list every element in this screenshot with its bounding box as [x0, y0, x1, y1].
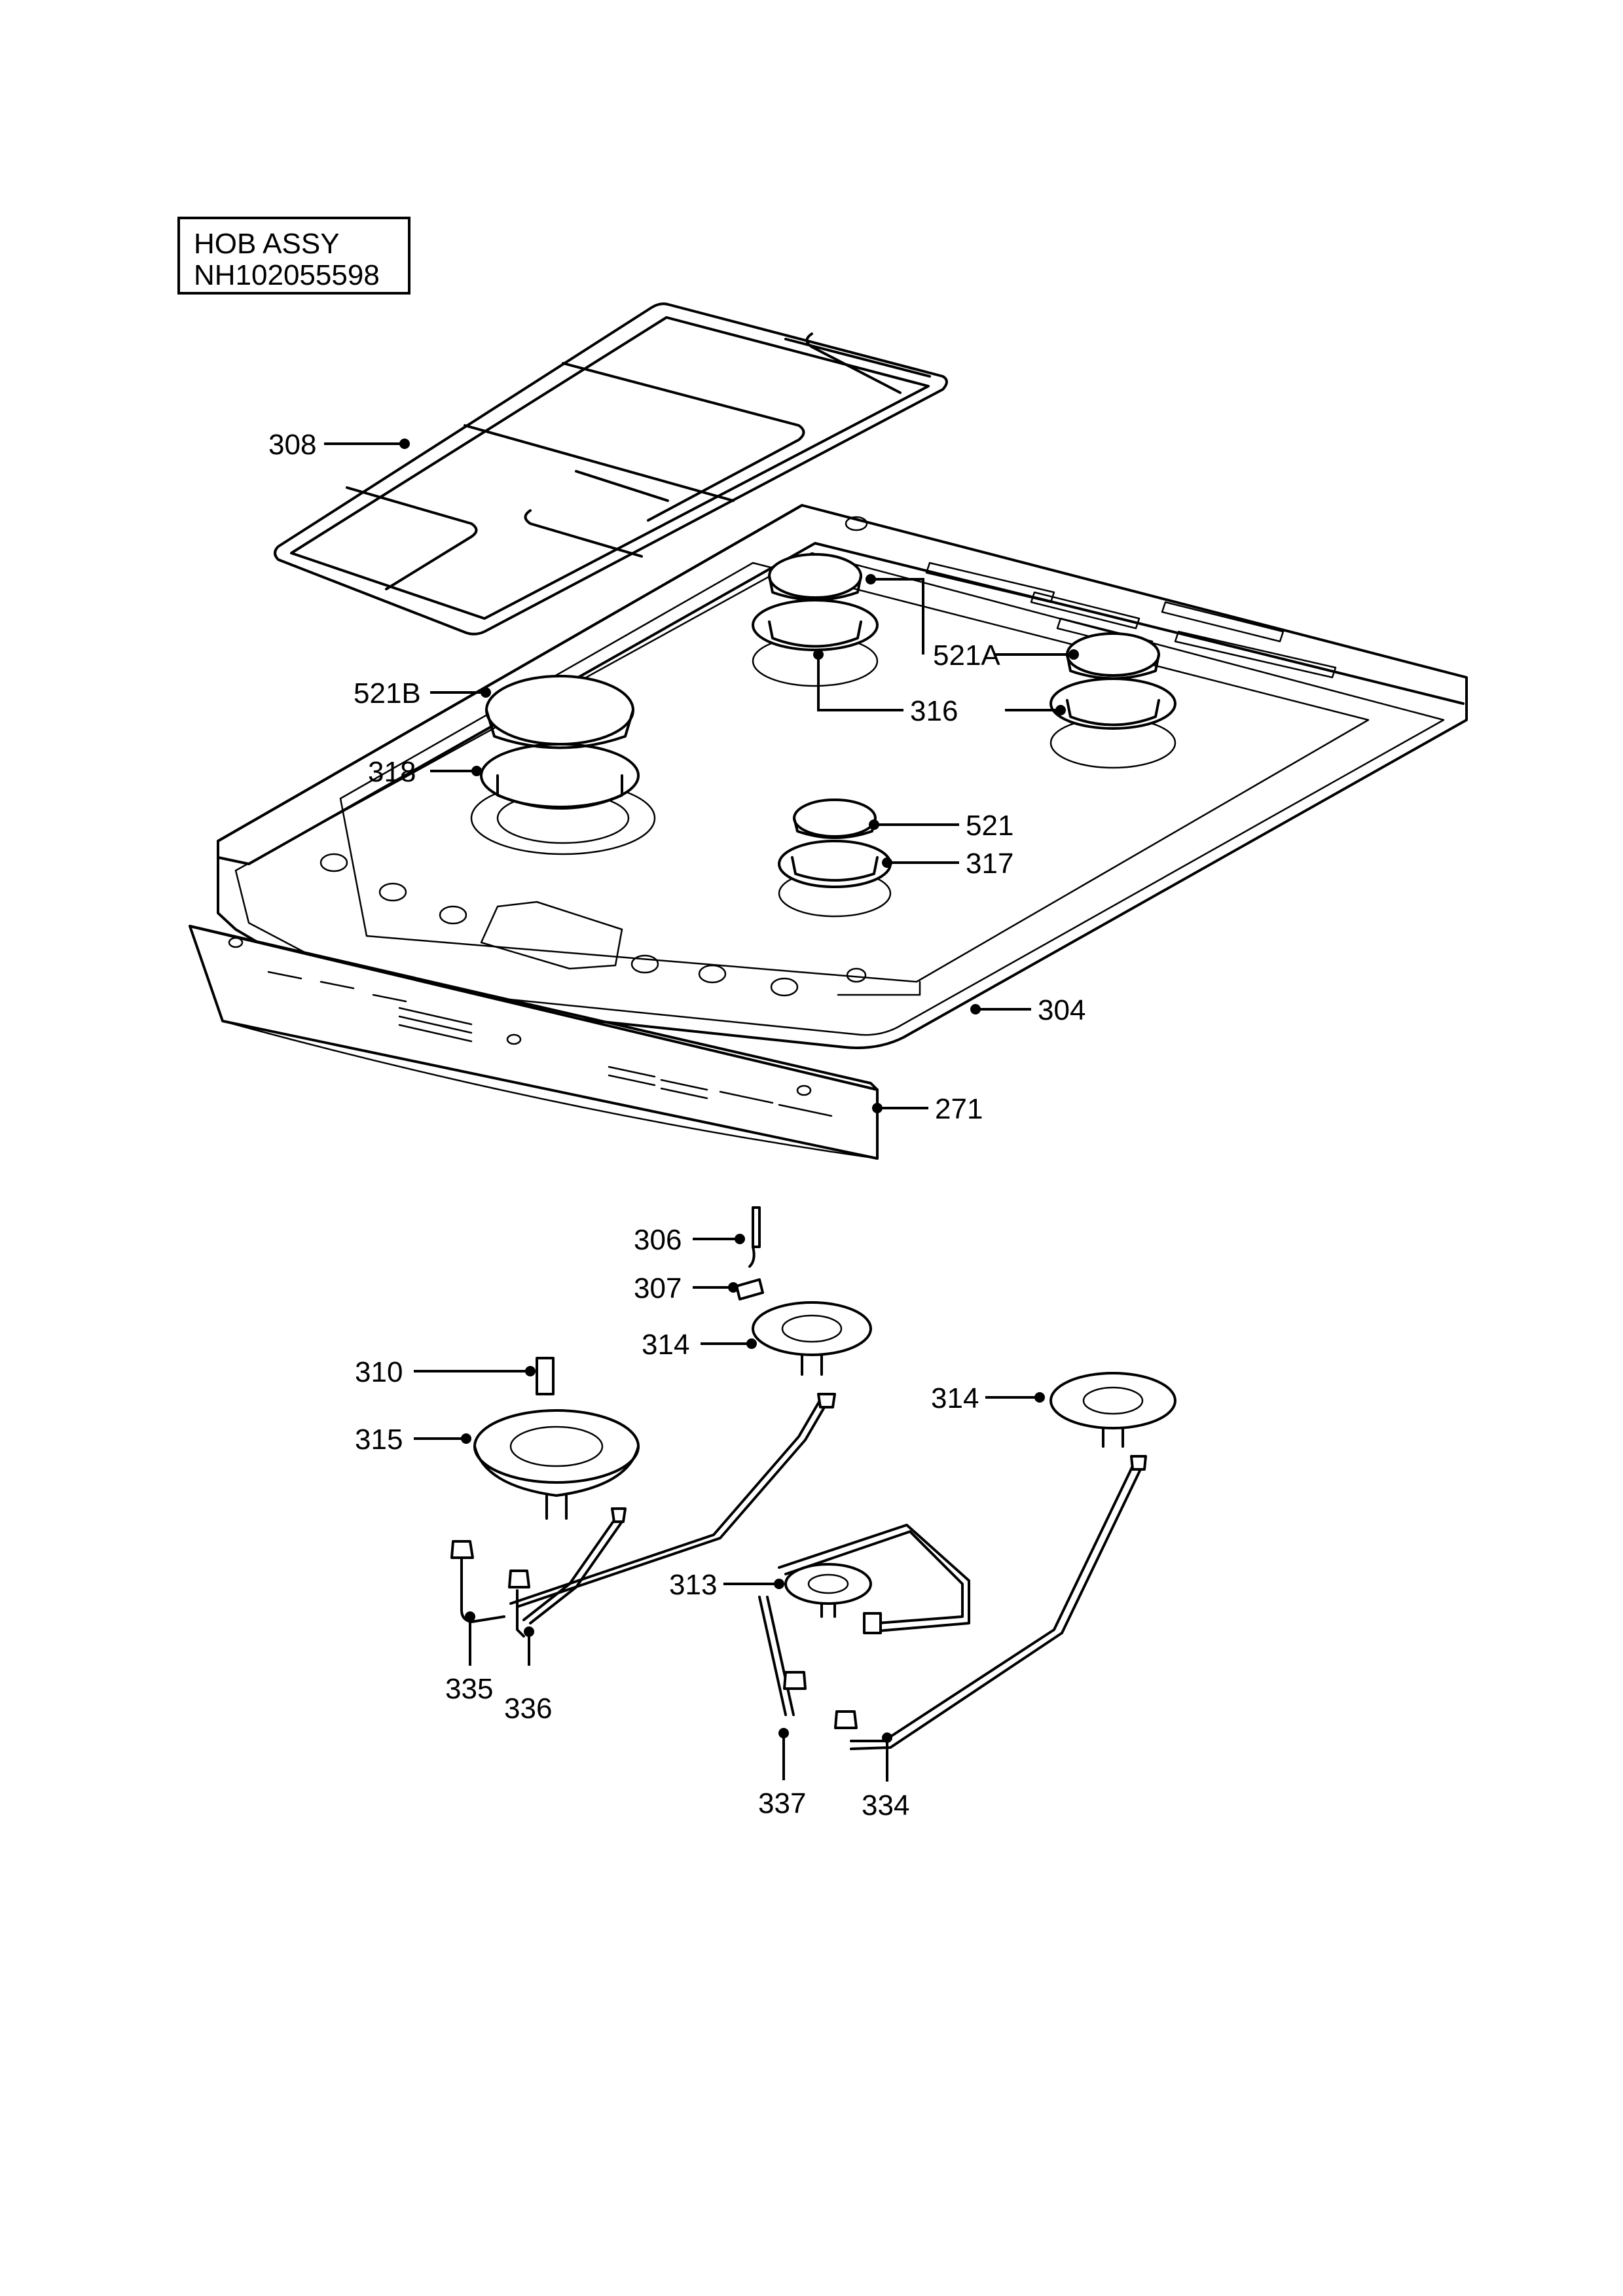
title-line-1: HOB ASSY [194, 228, 340, 260]
burner-base-middle [752, 1301, 872, 1376]
gas-pipes [450, 1393, 1147, 1750]
callout-271: 271 [935, 1093, 983, 1125]
callout-334: 334 [862, 1789, 909, 1821]
callout-310: 310 [355, 1356, 403, 1388]
pan-support-grid [274, 302, 948, 636]
callout-306: 306 [634, 1224, 682, 1256]
leader-lines [324, 439, 1079, 1782]
rear-right-burner [1049, 632, 1176, 769]
ignition-electrode [748, 1206, 761, 1268]
callout-318: 318 [368, 756, 416, 788]
callout-336: 336 [504, 1693, 552, 1725]
callout-315: 315 [355, 1424, 403, 1456]
callout-521: 521 [966, 810, 1013, 842]
burner-base-right [1049, 1372, 1176, 1448]
callout-313: 313 [669, 1569, 717, 1601]
title-box: HOB ASSY NH102055598 [177, 217, 410, 295]
callout-307: 307 [634, 1272, 682, 1304]
burner-base-small [784, 1563, 872, 1618]
callout-337: 337 [758, 1787, 806, 1820]
front-centre-burner [778, 798, 892, 918]
callout-335: 335 [445, 1673, 493, 1705]
callout-304: 304 [1038, 994, 1085, 1026]
rear-left-burner [752, 553, 879, 687]
electrode-clip [735, 1278, 764, 1300]
front-control-strip [189, 925, 879, 1160]
spacer-310 [536, 1357, 555, 1395]
title-line-2: NH102055598 [194, 259, 380, 291]
callout-317: 317 [966, 848, 1013, 880]
callout-308: 308 [268, 429, 316, 461]
callout-labels: 308 521B 318 521A 316 521 317 304 271 30… [268, 429, 1085, 1821]
callout-521A: 521A [933, 639, 1000, 672]
large-burner [470, 675, 656, 855]
callout-314-right: 314 [931, 1382, 979, 1414]
callout-314-middle: 314 [642, 1329, 689, 1361]
callout-521B: 521B [354, 677, 421, 709]
callout-316: 316 [910, 695, 958, 727]
burner-base-large [473, 1409, 640, 1520]
